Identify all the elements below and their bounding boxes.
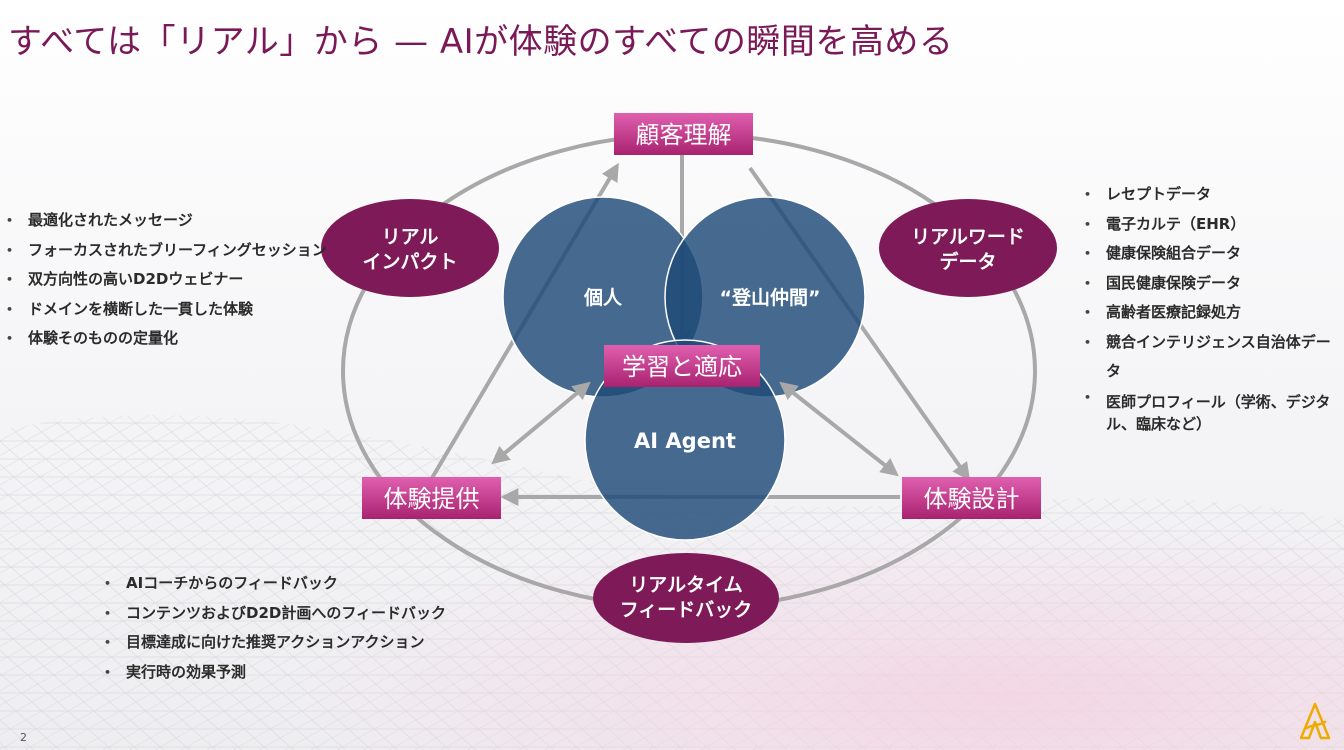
node-experience-design: 体験設計 [902,477,1041,519]
real-world-data-bullet-list: レセプトデータ 電子カルテ（EHR） 健康保険組合データ 国民健康保険データ 高… [1080,180,1344,435]
realtime-feedback-bullet-list: AIコーチからのフィードバック コンテンツおよびD2D計画へのフィードバック 目… [100,569,446,687]
ellipse-real-world-data-line2: データ [939,250,996,273]
node-experience-delivery: 体験提供 [362,477,501,519]
page-number: 2 [20,731,27,744]
node-experience-design-label: 体験設計 [924,485,1020,513]
arrow-learning-delivery [491,381,591,465]
list-item: 双方向性の高いD2Dウェビナー [2,265,327,295]
list-item: フォーカスされたブリーフィングセッション [2,236,327,266]
circle-individual-label: 個人 [583,287,623,309]
list-item: ドメインを横断した一貫した体験 [2,295,327,325]
list-item: 実行時の効果予測 [100,658,446,688]
node-learning-adaptation-label: 学習と適応 [622,353,742,381]
list-item: 健康保険組合データ [1080,239,1344,269]
ellipse-real-world-data-line1: リアルワード [911,226,1025,248]
ellipse-realtime-feedback: リアルタイム フィードバック [593,553,779,643]
ellipse-real-impact-line2: インパクト [362,251,457,273]
list-item: 国民健康保険データ [1080,269,1344,299]
list-item: AIコーチからのフィードバック [100,569,446,599]
ellipse-real-world-data: リアルワード データ [879,199,1057,297]
list-item: 医師プロフィール（学術、デジタル、臨床など） [1080,387,1344,435]
circle-ai-agent-label: AI Agent [634,429,736,453]
ellipse-realtime-feedback-line1: リアルタイム [629,574,742,596]
list-item: 体験そのものの定量化 [2,324,327,354]
node-customer-understanding: 顧客理解 [614,113,753,155]
node-experience-delivery-label: 体験提供 [384,485,480,513]
ellipse-real-impact-line1: リアル [382,226,439,248]
node-learning-adaptation: 学習と適応 [604,345,760,387]
ellipse-realtime-feedback-line2: フィードバック [620,599,753,621]
list-item: レセプトデータ [1080,180,1344,210]
list-item: 高齢者医療記録処方 [1080,298,1344,328]
list-item: コンテンツおよびD2D計画へのフィードバック [100,599,446,629]
list-item: 目標達成に向けた推奨アクションアクション [100,628,446,658]
arrow-learning-design [779,381,899,477]
list-item: 競合インテリジェンス自治体データ [1080,328,1344,387]
page-title: すべては「リアル」から — AIが体験のすべての瞬間を高める [8,22,954,62]
company-logo-icon [1299,702,1331,740]
real-impact-bullet-list: 最適化されたメッセージ フォーカスされたブリーフィングセッション 双方向性の高い… [2,206,327,354]
circle-peers-label: “登山仲間” [720,286,821,309]
ellipse-real-impact: リアル インパクト [321,199,499,297]
list-item: 最適化されたメッセージ [2,206,327,236]
node-customer-understanding-label: 顧客理解 [636,121,732,149]
list-item: 電子カルテ（EHR） [1080,210,1344,240]
